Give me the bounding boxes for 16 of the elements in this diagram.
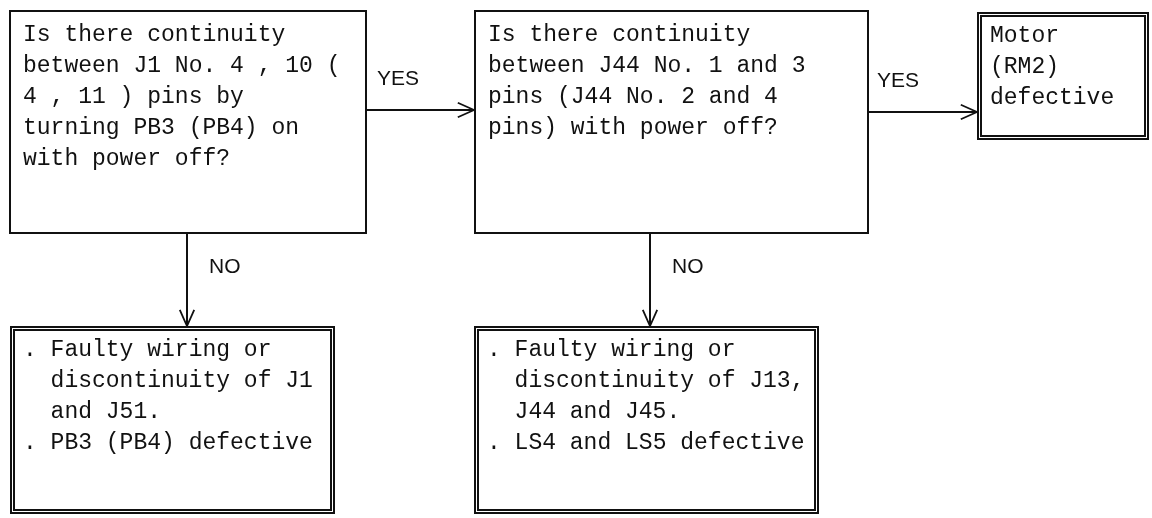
arrow xyxy=(641,233,659,327)
cause-item: . Faulty wiring or discontinuity of J1 and J51. xyxy=(23,336,314,427)
result-box xyxy=(10,326,335,514)
node-text: Motor (RM2) defective xyxy=(990,22,1116,113)
cause-item: . Faulty wiring or discontinuity of J13, J44 and J45. xyxy=(487,336,806,427)
result-box xyxy=(977,12,1149,140)
question-box xyxy=(9,10,367,234)
arrow xyxy=(868,103,978,121)
node-text: Is there continuity between J44 No. 1 and 3 pins (J44 No. 2 and 4 pins) with power off? xyxy=(488,21,807,143)
result-box xyxy=(474,326,819,514)
cause-item: . PB3 (PB4) defective xyxy=(23,429,314,458)
arrow xyxy=(366,101,475,119)
node-text: Is there continuity between J1 No. 4 , 10 ( 4 , 11 ) pins by turning PB3 (PB4) on with power off? xyxy=(23,21,342,174)
cause-item: . LS4 and LS5 defective xyxy=(487,429,806,458)
question-box xyxy=(474,10,869,234)
arrow xyxy=(178,233,196,327)
